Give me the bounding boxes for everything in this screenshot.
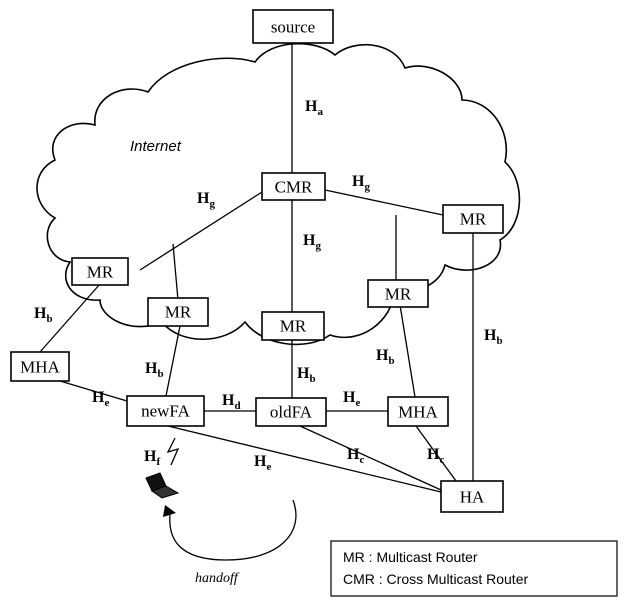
laptop-icon <box>145 472 180 499</box>
link-mr-left-mha <box>39 283 101 353</box>
link-mr-midright-mha <box>399 304 416 398</box>
node-label: oldFA <box>270 403 313 422</box>
handoff-arrow-icon <box>169 499 297 561</box>
hop-label-mr-right-ha: Hb <box>484 327 503 347</box>
node-mr-center: MR <box>261 311 325 341</box>
node-label: MR <box>280 317 307 336</box>
link-mr-midleft-newfa <box>165 325 181 397</box>
node-new-fa: newFA <box>126 395 205 427</box>
node-cmr: CMR <box>261 172 326 201</box>
link-cmr-mr-left <box>139 191 263 271</box>
node-label: HA <box>460 488 485 507</box>
link-cmr-mr-right <box>324 189 444 216</box>
node-label: MR <box>460 210 487 229</box>
node-source: source <box>252 9 334 44</box>
legend-line-mr: MR : Multicast Router <box>343 549 478 565</box>
hop-label-mha-ha: Hc <box>427 446 444 466</box>
node-mha-left: MHA <box>10 351 70 382</box>
hop-label-newfa-oldfa: Hd <box>222 392 241 412</box>
legend: MR : Multicast Router CMR : Cross Multic… <box>330 540 618 597</box>
cloud-label: Internet <box>130 138 182 155</box>
legend-line-cmr: CMR : Cross Multicast Router <box>343 571 528 587</box>
link-newfa-ha <box>167 425 442 493</box>
links <box>39 43 474 493</box>
node-label: MHA <box>20 358 60 377</box>
link-mha-ha <box>415 425 457 482</box>
hop-label-mr-oldfa: Hb <box>297 365 316 385</box>
hop-label-cmr-mr-left: Hg <box>197 190 215 210</box>
hop-label-newfa-ha: He <box>254 453 271 473</box>
node-mr-left: MR <box>71 257 129 286</box>
node-label: CMR <box>275 178 313 197</box>
hop-label-mr-newfa: Hb <box>145 360 164 380</box>
node-label: MR <box>87 263 114 282</box>
hop-label-source-cmr: Ha <box>305 98 323 118</box>
hop-label-cmr-mr-center: Hg <box>303 232 321 252</box>
hop-label-oldfa-ha: Hc <box>347 446 364 466</box>
node-old-fa: oldFA <box>255 397 327 427</box>
hop-label-oldfa-mha: He <box>343 389 360 409</box>
node-mr-right: MR <box>442 204 504 234</box>
node-label: MR <box>385 285 412 304</box>
handoff-arrowhead-icon <box>163 505 176 517</box>
hop-label-wireless: Hf <box>144 448 160 468</box>
hop-label-cmr-mr-right: Hg <box>352 173 370 193</box>
node-label: MHA <box>398 403 438 422</box>
link-cloud-mr-midleft <box>172 243 179 301</box>
link-oldfa-ha <box>299 425 442 491</box>
node-label: newFA <box>141 402 191 421</box>
handoff-label: handoff <box>195 571 240 586</box>
link-mha-newfa <box>59 380 128 402</box>
hop-label-mha-newfa: He <box>92 389 109 409</box>
wireless-signal-icon <box>166 437 180 466</box>
node-ha: HA <box>440 480 504 513</box>
node-mha-right: MHA <box>387 396 449 427</box>
node-mr-mid-left: MR <box>147 297 209 327</box>
internet-cloud <box>36 42 521 346</box>
node-label: MR <box>165 303 192 322</box>
node-label: source <box>271 18 315 37</box>
hop-label-mr-left-mha: Hb <box>34 305 53 325</box>
hop-label-mr-mha-right: Hb <box>376 347 395 367</box>
node-mr-mid-right: MR <box>367 279 429 308</box>
